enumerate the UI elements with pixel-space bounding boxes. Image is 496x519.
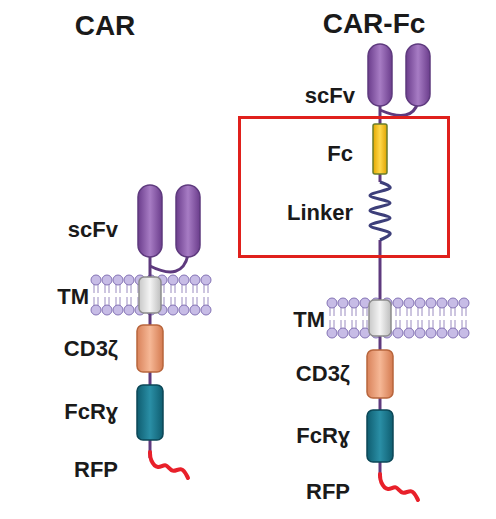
domain-label: scFv — [68, 218, 118, 242]
domain-label: RFP — [74, 458, 118, 482]
domain-label: Linker — [241, 201, 353, 225]
domain-label: TM — [57, 285, 89, 309]
domain-label: RFP — [306, 480, 350, 504]
rfp-tag — [150, 452, 188, 478]
highlight-box: FcLinker — [238, 116, 450, 258]
car-construct — [137, 185, 200, 458]
domain-label: scFv — [305, 84, 355, 108]
rfp-tag — [380, 474, 418, 500]
domain-label: FcRɣ — [296, 424, 350, 448]
domain-label: Fc — [241, 142, 353, 166]
car-fc-construct — [367, 44, 430, 478]
domain-label: CD3ζ — [296, 362, 350, 386]
domain-label: TM — [293, 308, 325, 332]
construct-title: CAR — [75, 11, 136, 42]
domain-label: CD3ζ — [64, 337, 118, 361]
construct-title: CAR-Fc — [323, 9, 426, 40]
domain-label: FcRɣ — [64, 400, 118, 424]
